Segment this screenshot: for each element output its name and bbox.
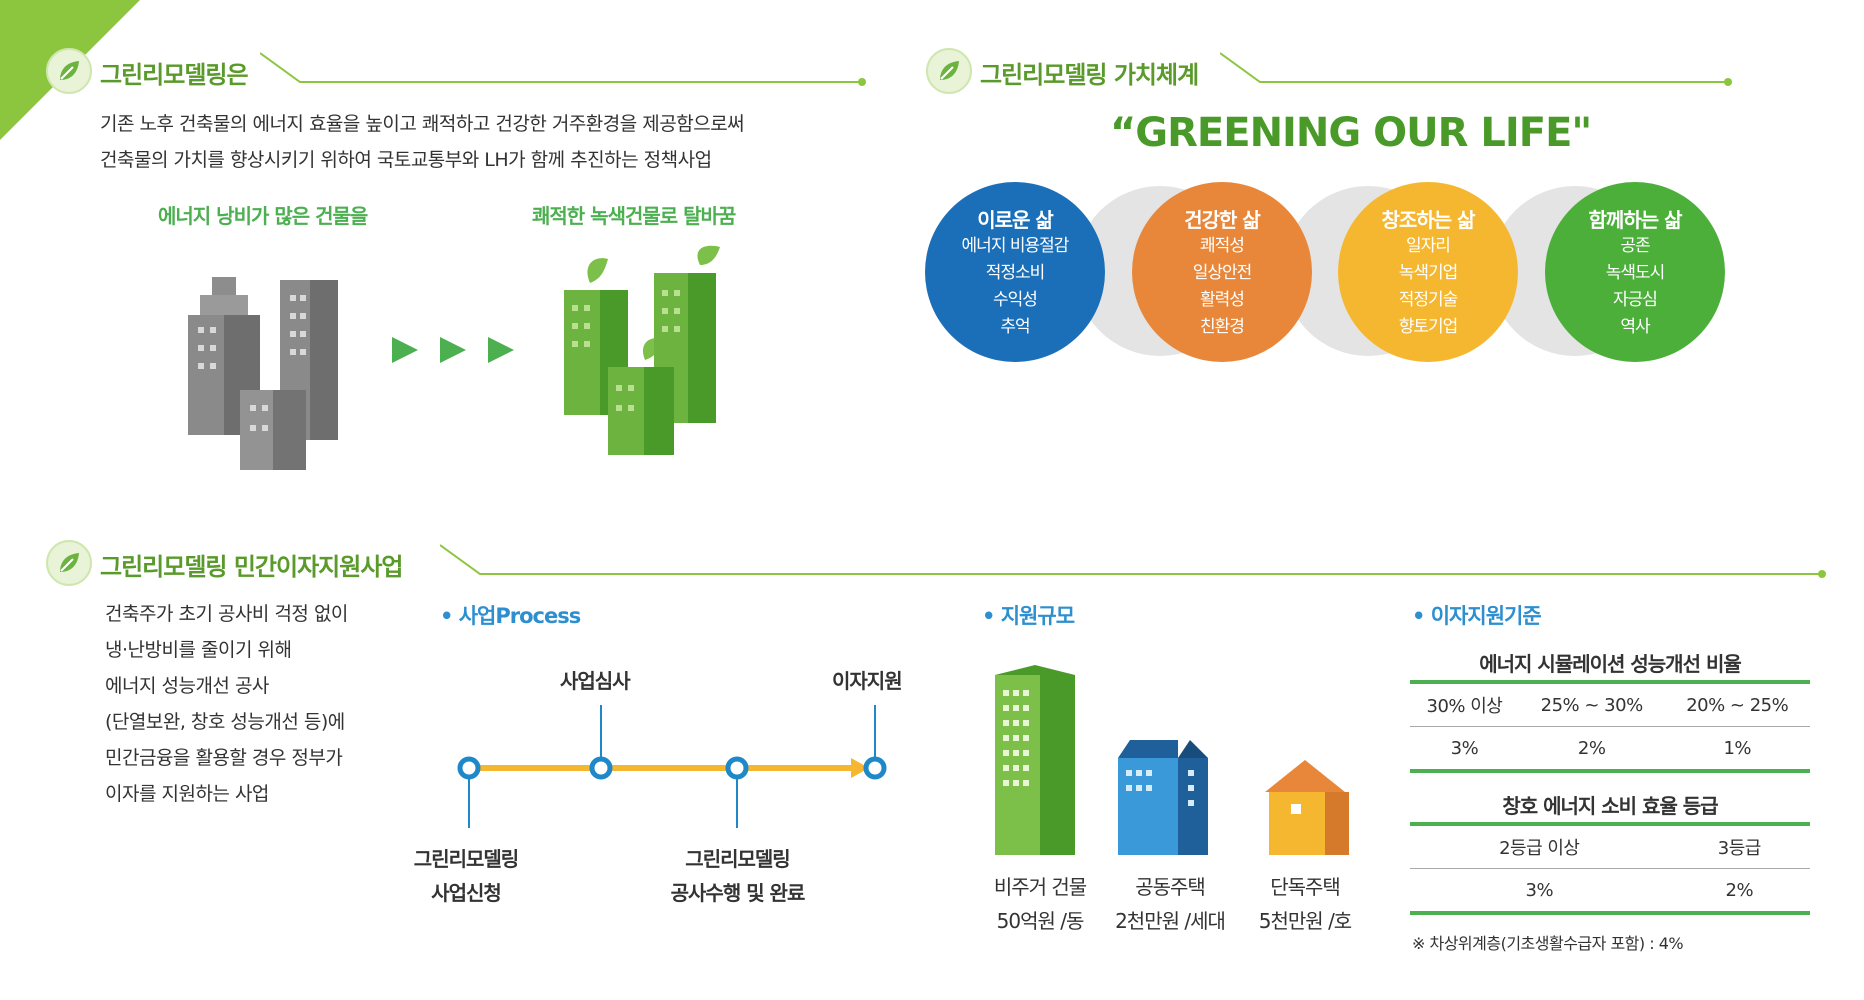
value-circle-healthy: 건강한 삶 쾌적성 일상안전 활력성 친환경 — [1132, 182, 1312, 362]
table-header: 3등급 — [1668, 822, 1810, 869]
table-cell: 3% — [1410, 726, 1519, 773]
leaf-icon — [46, 48, 92, 94]
intro-line-3: 에너지 성능개선 공사 — [105, 675, 269, 697]
criteria-table2-title: 창호 에너지 소비 효율 등급 — [1502, 794, 1718, 818]
table-header: 25% ~ 30% — [1518, 680, 1665, 727]
section-underline — [440, 544, 1826, 578]
leaf-icon — [46, 540, 92, 586]
table-cell: 2% — [1518, 726, 1665, 773]
section-title-about: 그린리모델링은 — [100, 61, 249, 89]
house-icon — [1265, 760, 1349, 855]
intro-line-5: 민간금융을 활용할 경우 정부가 — [105, 747, 343, 769]
scale-item-house: 단독주택 5천만원 /호 — [1258, 875, 1352, 933]
section-underline — [1220, 52, 1732, 86]
table-cell: 2% — [1668, 868, 1810, 915]
table-cell: 3% — [1410, 868, 1669, 915]
section-title-interest-support: 그린리모델링 민간이자지원사업 — [100, 553, 403, 581]
transform-arrows-icon — [392, 337, 514, 363]
about-line-1: 기존 노후 건축물의 에너지 효율을 높이고 쾌적하고 건강한 거주환경을 제공… — [100, 113, 745, 135]
intro-line-4: (단열보완, 창호 성능개선 등)에 — [105, 711, 345, 733]
old-buildings-illustration — [188, 277, 338, 470]
apartment-icon — [1118, 740, 1208, 855]
leaf-icon — [926, 48, 972, 94]
before-label: 에너지 낭비가 많은 건물을 — [158, 204, 368, 228]
value-circle-creative: 창조하는 삶 일자리 녹색기업 적정기술 향토기업 — [1338, 182, 1518, 362]
slogan: “GREENING OUR LIFE" — [1110, 110, 1592, 156]
process-heading: • 사업Process — [440, 604, 581, 628]
criteria-table-simulation: 30% 이상 25% ~ 30% 20% ~ 25% 3% 2% 1% — [1410, 680, 1810, 773]
office-building-icon — [995, 665, 1075, 855]
process-step-interest: 이자지원 — [832, 669, 903, 693]
value-circle-beneficial: 이로운 삶 에너지 비용절감 적정소비 수익성 추억 — [925, 182, 1105, 362]
value-circle-together: 함께하는 삶 공존 녹색도시 자긍심 역사 — [1545, 182, 1725, 362]
criteria-note: ※ 차상위계층(기초생활수급자 포함) : 4% — [1412, 934, 1684, 953]
table-header: 20% ~ 25% — [1664, 680, 1810, 727]
after-label: 쾌적한 녹색건물로 탈바꿈 — [532, 204, 736, 228]
intro-line-1: 건축주가 초기 공사비 걱정 없이 — [105, 603, 348, 625]
criteria-table-window: 2등급 이상 3등급 3% 2% — [1410, 822, 1810, 915]
table-cell: 1% — [1664, 726, 1810, 773]
table-header: 2등급 이상 — [1410, 822, 1669, 869]
green-buildings-illustration — [564, 245, 720, 455]
section-title-value-system: 그린리모델링 가치체계 — [980, 61, 1199, 89]
scale-item-nonresidential: 비주거 건물 50억원 /동 — [993, 875, 1087, 933]
process-step-construct: 그린리모델링 공사수행 및 완료 — [670, 847, 806, 905]
criteria-table1-title: 에너지 시뮬레이션 성능개선 비율 — [1479, 652, 1742, 676]
process-step-review: 사업심사 — [560, 669, 631, 693]
criteria-heading: • 이자지원기준 — [1412, 604, 1542, 628]
intro-line-2: 냉·난방비를 줄이기 위해 — [105, 639, 292, 661]
intro-line-6: 이자를 지원하는 사업 — [105, 783, 269, 805]
table-header: 30% 이상 — [1410, 680, 1519, 727]
scale-heading: • 지원규모 — [982, 604, 1075, 628]
process-step-apply: 그린리모델링 사업신청 — [413, 847, 519, 905]
about-line-2: 건축물의 가치를 향상시키기 위하여 국토교통부와 LH가 함께 추진하는 정책… — [100, 149, 712, 171]
process-timeline — [457, 705, 887, 828]
scale-item-apartment: 공동주택 2천만원 /세대 — [1115, 875, 1226, 933]
section-underline — [260, 52, 866, 86]
